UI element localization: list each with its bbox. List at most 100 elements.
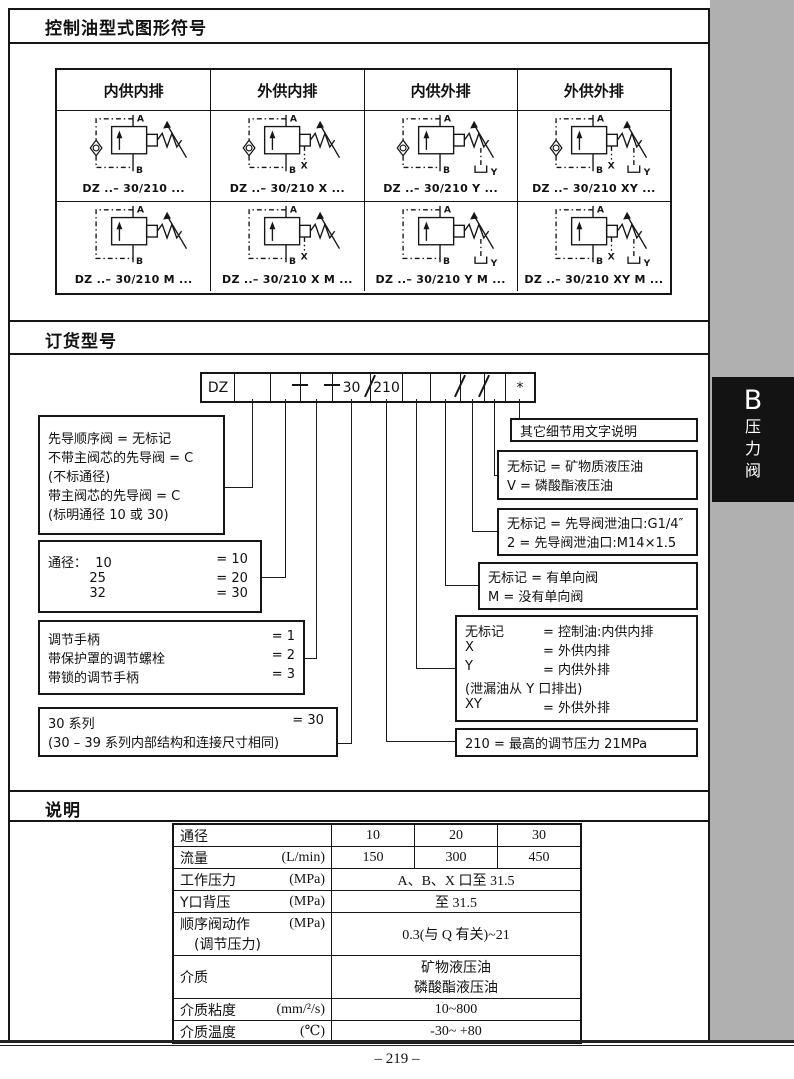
spec-value-cell: 10 — [331, 823, 415, 847]
spec-value-cell: 矿物液压油磷酸酯液压油 — [331, 955, 582, 999]
callout-line-text: 不带主阀芯的先导阀 = C — [48, 450, 194, 466]
spec-unit: (mm/²/s) — [276, 1001, 325, 1017]
callout-box-right-3: 无标记 = 先导阀泄油口:G1/4″ 2 = 先导阀泄油口:M14×1.5 — [497, 508, 698, 556]
callout-line: V = 磷酸酯液压油 — [507, 475, 688, 494]
svg-text:X: X — [301, 160, 308, 171]
callout-line: 2 = 先导阀泄油口:M14×1.5 — [507, 532, 688, 551]
hydraulic-symbol: AB — [89, 114, 187, 176]
callout-line: 带保护罩的调节螺栓= 2 — [48, 648, 295, 667]
side-tab-label-char: 阀 — [744, 461, 761, 480]
callout-line: 32= 30 — [48, 586, 252, 601]
callout-line-text: V = 磷酸酯液压油 — [507, 479, 614, 494]
svg-text:B: B — [289, 256, 296, 267]
svg-text:B: B — [596, 165, 603, 176]
order-code-cell: * — [505, 374, 534, 401]
order-code-cell — [270, 374, 300, 401]
divider-line — [8, 353, 710, 355]
svg-text:A: A — [290, 114, 298, 125]
svg-text:A: A — [137, 205, 145, 216]
order-code-cell — [460, 374, 484, 401]
order-code-cell — [484, 374, 505, 401]
callout-box-right-6: 210 = 最高的调节压力 21MPa — [455, 728, 698, 757]
callout-line: 通径： 10= 10 — [48, 552, 252, 571]
callout-line: 先导顺序阀 = 无标记 — [48, 428, 215, 447]
svg-text:Y: Y — [642, 167, 650, 178]
leader-line — [416, 399, 456, 669]
model-code-label: DZ ..– 30/210 ... — [82, 182, 185, 195]
spec-value-cell: 10~800 — [331, 998, 582, 1021]
model-code-label: DZ ..– 30/210 M ... — [74, 273, 193, 286]
callout-box-right-1: 其它细节用文字说明 — [510, 418, 698, 442]
side-tab-label-char: 压 — [744, 417, 761, 436]
callout-line: 无标记 = 矿物质液压油 — [507, 456, 688, 475]
spec-value-cell: 0.3(与 Q 有关)~21 — [331, 912, 582, 956]
hydraulic-symbol: AB — [95, 205, 187, 267]
callout-box-left-1: 先导顺序阀 = 无标记不带主阀芯的先导阀 = C(不标通径)带主阀芯的先导阀 =… — [38, 415, 225, 535]
spec-value-cell: 450 — [497, 846, 582, 869]
callout-line: 25= 20 — [48, 571, 252, 586]
callout-line: M = 没有单向阀 — [488, 586, 688, 605]
page-frame — [8, 8, 710, 1040]
callout-line: 无标记 = 先导阀泄油口:G1/4″ — [507, 513, 688, 532]
spec-label: 工作压力 — [180, 872, 236, 889]
symbol-table-header: 外供外排 — [516, 70, 670, 110]
svg-text:B: B — [289, 165, 296, 176]
spec-value-cell: 150 — [331, 846, 415, 869]
svg-text:B: B — [136, 256, 143, 267]
callout-line: Y= 内供外排 — [465, 659, 688, 678]
callout-line-text: 2 = 先导阀泄油口:M14×1.5 — [507, 536, 677, 551]
page-number: – 219 – — [374, 1051, 420, 1067]
symbol-table-header: 内供外排 — [363, 70, 517, 110]
svg-text:X: X — [607, 160, 614, 171]
order-code-cell — [430, 374, 460, 401]
divider-line — [8, 320, 710, 322]
order-code-cell — [402, 374, 430, 401]
leader-line — [472, 399, 498, 532]
svg-text:B: B — [596, 256, 603, 267]
callout-line: X= 外供内排 — [465, 640, 688, 659]
spec-unit: (MPa) — [289, 893, 325, 909]
svg-text:Y: Y — [489, 258, 497, 269]
svg-text:A: A — [597, 114, 605, 125]
callout-line-text: 先导顺序阀 = 无标记 — [48, 431, 172, 447]
spec-table-row: 工作压力(MPa)A、B、X 口至 31.5 — [172, 868, 582, 891]
order-code-separator — [324, 384, 340, 386]
callout-line: (30 – 39 系列内部结构和连接尺寸相同) — [48, 732, 328, 751]
spec-value-cell: 30 — [497, 823, 582, 847]
leader-line — [519, 399, 520, 418]
callout-line-text: 调节手柄 — [48, 633, 101, 648]
svg-text:A: A — [137, 114, 145, 125]
spec-value-cell: 20 — [414, 823, 498, 847]
spec-label: 介质粘度 — [180, 1002, 236, 1019]
side-tab-pressure-valves: B 压力阀 — [712, 377, 794, 502]
callout-line: 调节手柄= 1 — [48, 629, 295, 648]
svg-text:A: A — [597, 205, 605, 216]
spec-label: 通径 — [180, 828, 208, 845]
spec-label: 介质温度 — [180, 1024, 236, 1041]
svg-text:A: A — [444, 205, 452, 216]
callout-line: 带锁的调节手柄= 3 — [48, 667, 295, 686]
callout-line-text: 其它细节用文字说明 — [520, 424, 638, 440]
leader-line — [305, 399, 317, 659]
spec-label-cell: 通径 — [172, 823, 332, 847]
spec-table-row: 顺序阀动作(MPa)(调节压力)0.3(与 Q 有关)~21 — [172, 912, 582, 956]
model-code-label: DZ ..– 30/210 X M ... — [222, 273, 353, 286]
callout-box-left-2: 通径： 10= 10 25= 20 32= 30 — [38, 540, 262, 613]
order-code-cell: 210 — [370, 374, 402, 401]
